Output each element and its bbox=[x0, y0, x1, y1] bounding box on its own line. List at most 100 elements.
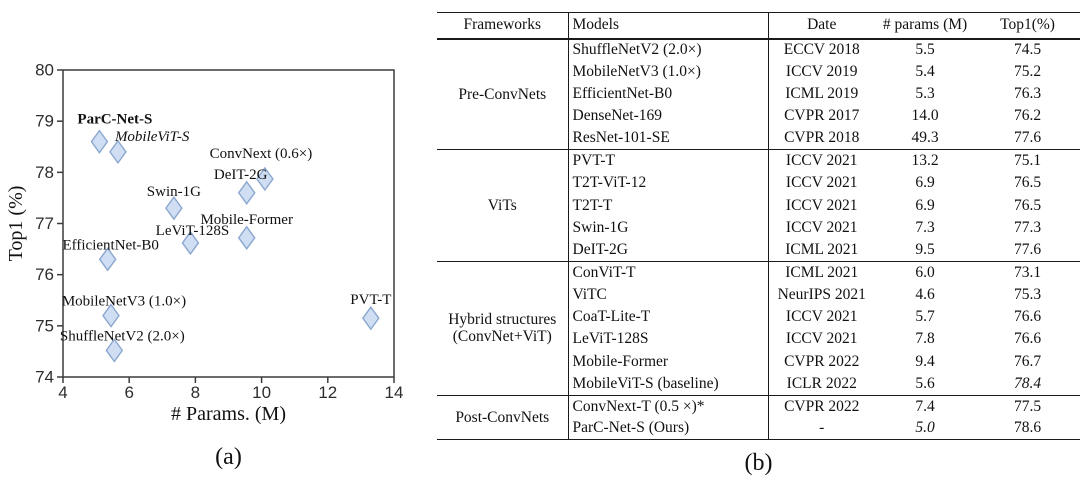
top1-cell: 78.4 bbox=[975, 372, 1080, 396]
column-header: # params (M) bbox=[875, 12, 975, 40]
top1-cell: 77.6 bbox=[975, 239, 1080, 262]
params-cell: 4.6 bbox=[915, 285, 935, 303]
data-point-label: DeIT-2G bbox=[214, 167, 268, 183]
model-cell: DeIT-2G bbox=[568, 239, 769, 262]
date-cell: CVPR 2022 bbox=[784, 397, 860, 415]
top1-cell: 75.1 bbox=[1013, 152, 1042, 170]
params-cell: 7.4 bbox=[915, 397, 935, 415]
params-cell: 5.5 bbox=[915, 41, 935, 59]
data-point-marker bbox=[102, 303, 120, 328]
params-cell: 13.2 bbox=[911, 152, 939, 170]
subfigure-b-caption: (b) bbox=[744, 450, 773, 476]
framework-cell: ViTs bbox=[437, 149, 569, 262]
data-point-label: EfficientNet-B0 bbox=[63, 237, 159, 253]
model-cell: CoaT-Lite-T bbox=[568, 306, 769, 329]
top1-cell: 77.5 bbox=[1013, 397, 1042, 415]
top1-cell: 76.3 bbox=[1013, 85, 1042, 103]
framework-cell: Pre-ConvNets bbox=[437, 38, 569, 151]
x-tick-label: 12 bbox=[318, 383, 337, 402]
model-cell: Swin-1G bbox=[568, 216, 769, 240]
x-axis-title: # Params. (M) bbox=[171, 403, 286, 425]
x-tick-label: 4 bbox=[58, 383, 67, 402]
date-cell: ICML 2021 bbox=[768, 239, 875, 262]
top1-cell: 75.2 bbox=[1013, 62, 1042, 80]
date-cell: ICCV 2021 bbox=[785, 308, 858, 326]
data-point-marker bbox=[256, 166, 274, 192]
framework-label: Post-ConvNets bbox=[455, 408, 550, 426]
y-axis-title: Top1 (%) bbox=[5, 186, 27, 262]
date-cell: ICCV 2021 bbox=[785, 152, 858, 170]
top1-cell: 76.2 bbox=[1013, 107, 1042, 125]
column-header: Frameworks bbox=[437, 12, 569, 40]
date-cell: NeurIPS 2021 bbox=[777, 285, 866, 303]
model-cell: T2T-ViT-12 bbox=[568, 172, 769, 195]
date-cell: CVPR 2018 bbox=[768, 127, 875, 151]
y-tick-label: 77 bbox=[35, 214, 54, 233]
data-point-marker bbox=[181, 230, 200, 256]
table-row: ViTs PVT-T ICCV 2021 13.2 75.1 bbox=[437, 149, 1080, 262]
data-point-marker bbox=[90, 129, 109, 154]
model-cell: ViTC bbox=[568, 283, 769, 307]
data-point-marker bbox=[165, 195, 183, 221]
date-cell: ICCV 2019 bbox=[785, 62, 858, 80]
date-cell: ICCV 2021 bbox=[785, 330, 858, 348]
data-point-label: MobileNetV3 (1.0×) bbox=[62, 294, 186, 310]
data-point-label: MobileViT-S bbox=[114, 129, 190, 145]
data-point-label: LeViT-128S bbox=[156, 223, 230, 239]
params-cell: 5.6 bbox=[875, 372, 975, 396]
data-point-label: ParC-Net-S bbox=[77, 112, 152, 128]
model-cell: ShuffleNetV2 (2.0×) bbox=[568, 38, 769, 61]
top1-cell: 76.5 bbox=[1013, 196, 1042, 214]
data-point-marker bbox=[109, 139, 127, 165]
top1-cell: 76.6 bbox=[1013, 330, 1042, 348]
top1-cell: 76.7 bbox=[1013, 352, 1042, 370]
params-cell: 6.9 bbox=[915, 196, 935, 214]
model-cell: PVT-T bbox=[568, 149, 769, 173]
framework-cell: Post-ConvNets bbox=[437, 395, 569, 441]
x-tick-label: 8 bbox=[191, 383, 200, 402]
params-cell: 49.3 bbox=[875, 127, 975, 151]
model-cell: ResNet-101-SE bbox=[568, 127, 769, 151]
date-cell: ICCV 2021 bbox=[785, 196, 858, 214]
column-header: Models bbox=[568, 12, 769, 40]
framework-cell: Hybrid structures(ConvNet+ViT) bbox=[437, 261, 569, 396]
date-cell: ICML 2021 bbox=[785, 263, 859, 281]
date-cell: ICLR 2022 bbox=[768, 372, 875, 396]
column-header: Date bbox=[768, 12, 875, 40]
params-cell: 5.4 bbox=[915, 62, 935, 80]
date-cell: - bbox=[768, 417, 875, 441]
y-tick-label: 76 bbox=[35, 265, 54, 284]
data-point-marker bbox=[361, 305, 380, 331]
data-point-label: ShuffleNetV2 (2.0×) bbox=[60, 328, 185, 344]
top1-cell: 74.5 bbox=[1013, 41, 1042, 59]
params-cell: 5.3 bbox=[915, 85, 935, 103]
column-header: Top1(%) bbox=[975, 12, 1080, 40]
data-point-label: Mobile-Former bbox=[200, 212, 292, 228]
date-cell: CVPR 2022 bbox=[784, 352, 860, 370]
params-cell: 7.8 bbox=[915, 330, 935, 348]
framework-label: (ConvNet+ViT) bbox=[452, 328, 552, 346]
framework-label: ViTs bbox=[487, 196, 517, 214]
data-point-marker bbox=[237, 180, 256, 205]
table-row: MobileNetV3 (1.0×) ICCV 2019 5.4 75.2 bbox=[437, 60, 1080, 84]
top1-cell: 78.6 bbox=[975, 417, 1080, 441]
top1-cell: 77.3 bbox=[1013, 218, 1042, 236]
model-cell: MobileViT-S (baseline) bbox=[568, 372, 769, 396]
params-cell: 9.5 bbox=[875, 239, 975, 262]
model-cell: MobileNetV3 (1.0×) bbox=[568, 60, 769, 84]
params-cell: 5.7 bbox=[915, 308, 935, 326]
params-cell: 14.0 bbox=[911, 107, 939, 125]
